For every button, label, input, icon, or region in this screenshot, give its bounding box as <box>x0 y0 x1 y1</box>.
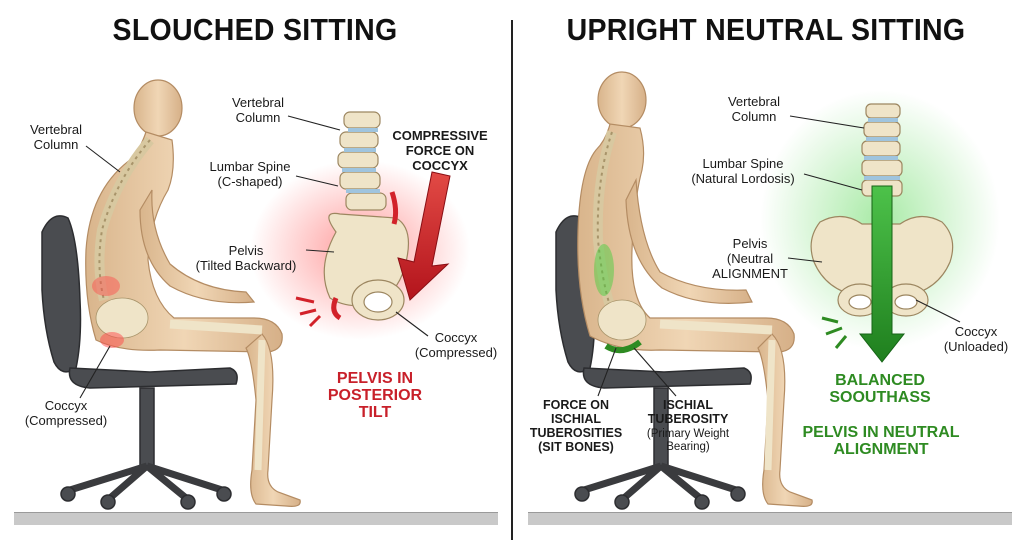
label-coccyx-pelvis-left: Coccyx(Compressed) <box>414 330 498 360</box>
panel-divider <box>511 20 513 540</box>
leader-lines-right <box>597 115 961 397</box>
title-slouched: SLOUCHED SITTING <box>112 12 398 47</box>
title-upright: UPRIGHT NEUTRAL SITTING <box>566 12 966 47</box>
label-coccyx-body-left: Coccyx(Compressed) <box>24 398 108 428</box>
chair-left <box>41 215 238 510</box>
floor-right <box>528 512 1012 525</box>
spine-pelvis-left <box>250 111 470 340</box>
floor-left <box>14 512 498 525</box>
spine-right <box>592 130 776 471</box>
label-lumbar-spine-left: Lumbar Spine(C-shaped) <box>209 159 291 189</box>
spine-left <box>92 136 266 471</box>
label-lumbar-spine-right: Lumbar Spine(Natural Lordosis) <box>691 156 795 186</box>
label-coccyx-right: Coccyx(Unloaded) <box>943 324 1009 354</box>
label-pelvis-left: Pelvis(Tilted Backward) <box>195 243 297 273</box>
upright-figure <box>555 71 1000 510</box>
leader-lines-left <box>79 115 429 399</box>
spine-pelvis-right <box>760 90 1000 363</box>
slouched-figure <box>41 79 470 510</box>
